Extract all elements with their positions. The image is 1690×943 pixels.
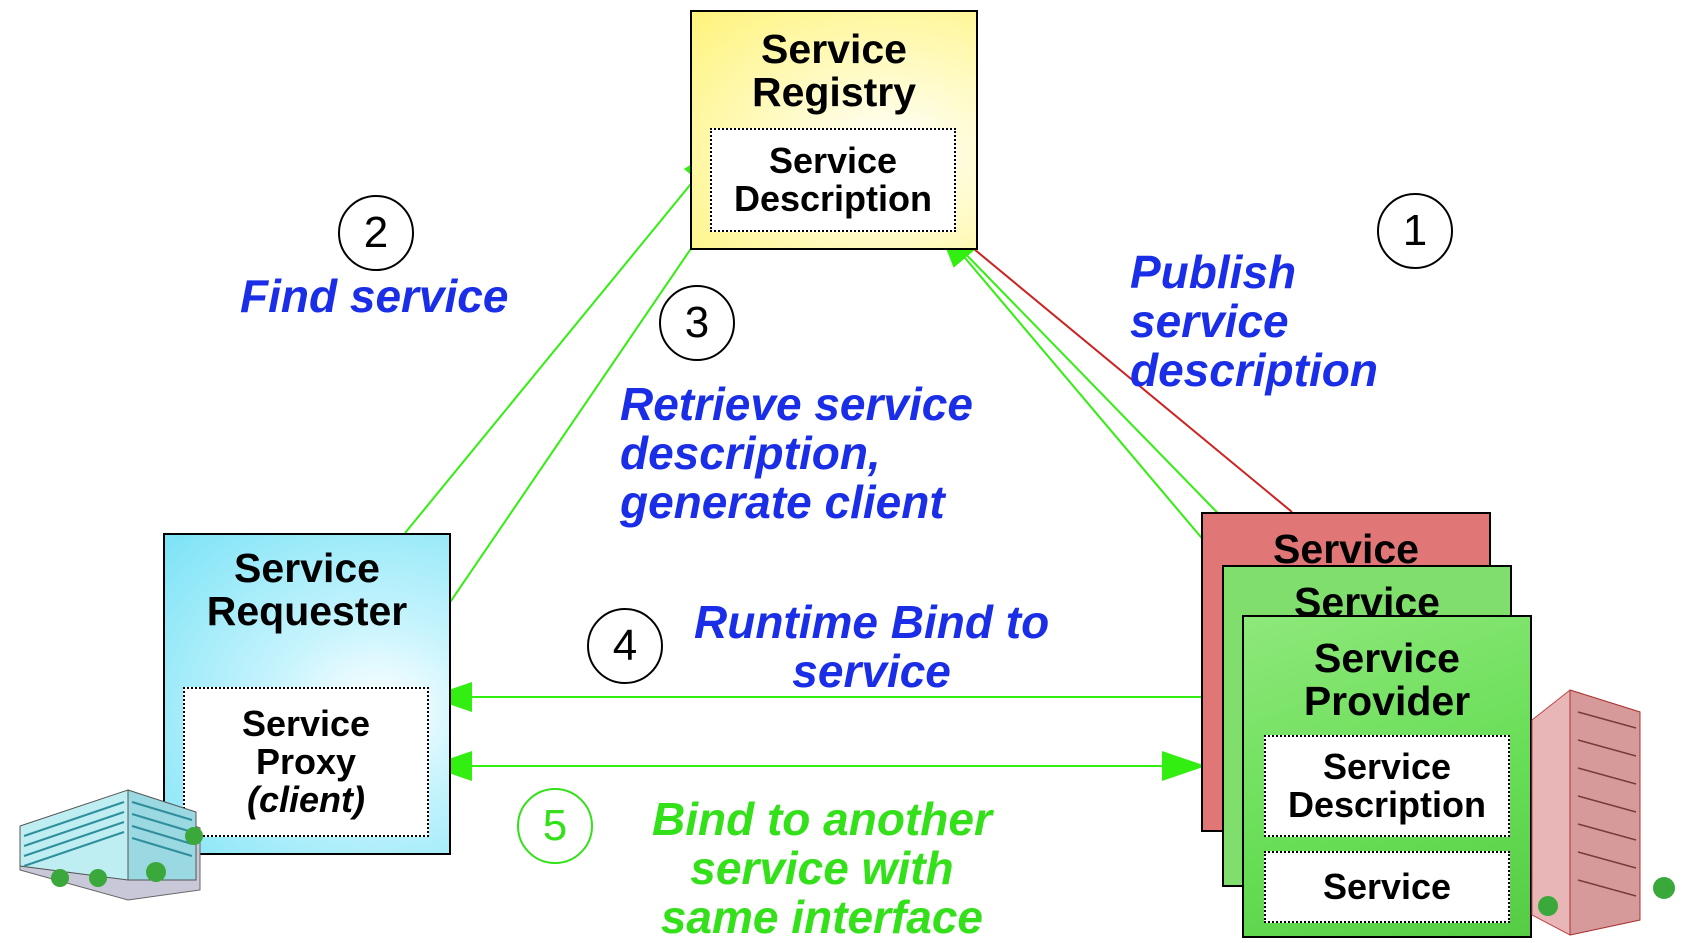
publish-arrow-green-2 xyxy=(951,239,1245,541)
step-3-label: Retrieve service description, generate c… xyxy=(620,378,973,528)
step-1-label: Publish service description xyxy=(1130,246,1378,396)
step-3-circle: 3 xyxy=(659,285,735,361)
registry-title: Service Registry xyxy=(751,26,917,115)
step-2-circle: 2 xyxy=(338,195,414,271)
registry-service-description: Service Description xyxy=(710,128,956,232)
step-4-label: Runtime Bind to service xyxy=(694,596,1050,697)
step-2-label: Find service xyxy=(240,270,509,322)
provider-service-box: Service xyxy=(1264,851,1510,923)
step-1-circle: 1 xyxy=(1377,193,1453,269)
find-arrow xyxy=(404,144,724,534)
service-requester-box: Service Requester Service Proxy (client) xyxy=(163,533,451,855)
publish-arrow-green-1 xyxy=(936,224,1223,563)
publish-arrow-red xyxy=(926,209,1293,513)
provider-service-description: Service Description xyxy=(1264,735,1510,837)
provider-back-1-title: Service xyxy=(1273,526,1419,572)
requester-title: Service Requester xyxy=(206,545,408,634)
service-registry-box: Service Registry Service Description xyxy=(690,10,978,250)
step-4-circle: 4 xyxy=(587,608,663,684)
step-5-circle: 5 xyxy=(517,788,593,864)
step-5-label: Bind to another service with same interf… xyxy=(652,793,992,943)
service-provider-front: Service Provider Service Description Ser… xyxy=(1242,615,1532,938)
service-proxy-box: Service Proxy (client) xyxy=(183,687,429,837)
provider-title: Service Provider xyxy=(1303,635,1471,724)
